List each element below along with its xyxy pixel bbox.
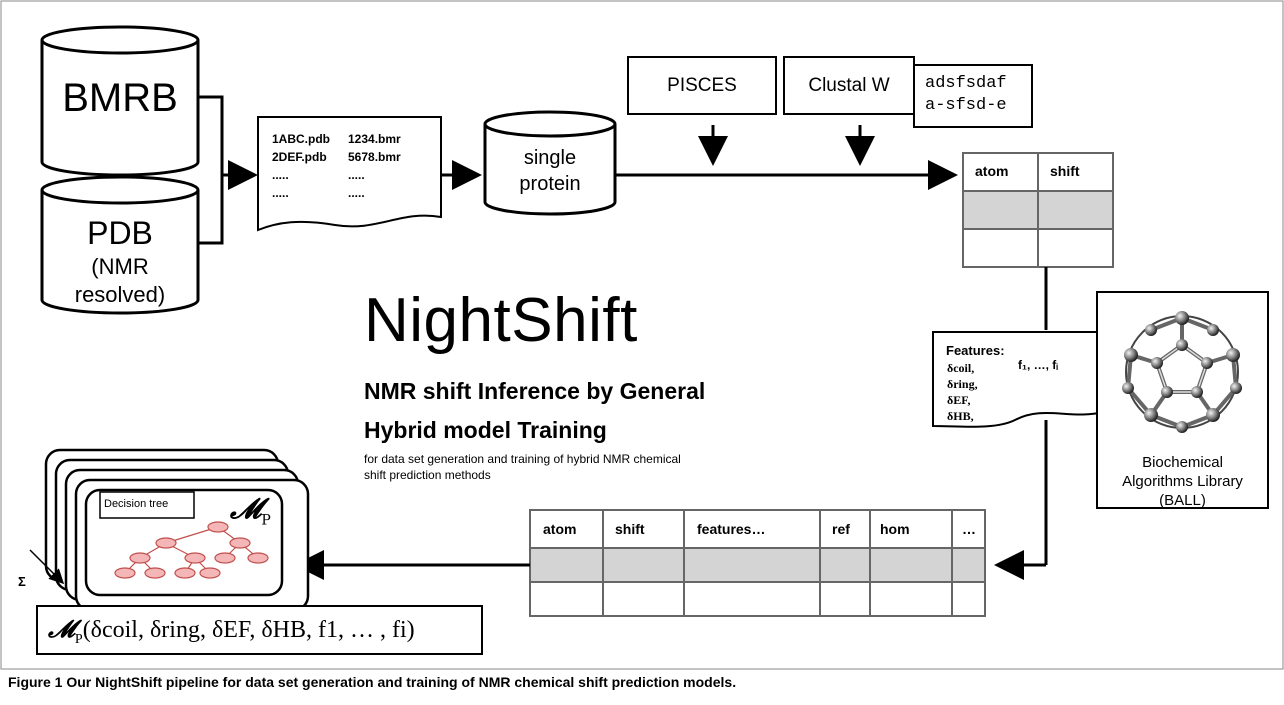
sigma-arrow bbox=[29, 549, 65, 585]
model-formula: 𝓜P(δcoil, δring, δEF, δHB, f1, … , fi) bbox=[48, 614, 415, 647]
feature-ef: δEF, bbox=[947, 393, 971, 407]
clustal-box bbox=[783, 56, 915, 115]
model-symbol: 𝓜P bbox=[230, 492, 271, 529]
clustal-label: Clustal W bbox=[808, 75, 890, 96]
pisces-label: PISCES bbox=[667, 75, 737, 96]
figure-caption: Figure 1 Our NightShift pipeline for dat… bbox=[8, 674, 737, 690]
model-stack bbox=[44, 448, 310, 612]
full-table bbox=[529, 509, 986, 617]
bmrb-database bbox=[40, 25, 200, 177]
pdb-sub1: (NMR bbox=[91, 254, 149, 279]
file-row: .......... bbox=[272, 168, 365, 182]
full-table-header-hom: hom bbox=[880, 521, 910, 537]
nightshift-title: NightShift bbox=[364, 286, 638, 355]
pdb-database bbox=[40, 175, 200, 315]
features-items: δcoil, δring, δEF, δHB, bbox=[947, 360, 978, 424]
full-table-header-more: … bbox=[962, 521, 976, 537]
single-protein-database bbox=[483, 110, 617, 216]
merge-connector bbox=[198, 95, 258, 245]
full-table-header-shift: shift bbox=[615, 521, 645, 537]
bmrb-label: BMRB bbox=[62, 76, 178, 120]
full-table-header-features: features… bbox=[697, 521, 766, 537]
features-title: Features: bbox=[946, 343, 1005, 358]
formula-box bbox=[36, 605, 483, 655]
nightshift-subtitle-1: NMR shift Inference by General bbox=[364, 378, 706, 404]
decision-tree-label: Decision tree bbox=[104, 498, 169, 510]
full-table-header-atom: atom bbox=[543, 521, 577, 537]
shift-table bbox=[962, 152, 1114, 268]
decision-tree-icon bbox=[114, 521, 269, 579]
pdb-sub2: resolved) bbox=[74, 282, 166, 307]
pisces-box bbox=[627, 56, 777, 115]
features-list: f₁, …, fᵢ bbox=[1018, 358, 1058, 372]
alignment-text: adsfsdaf a-sfsd-e bbox=[925, 74, 1007, 115]
fullerene-icon bbox=[1122, 311, 1242, 433]
shift-table-header-atom: atom bbox=[975, 163, 1009, 179]
sigma-label: Σ bbox=[18, 574, 26, 589]
feature-coil: δcoil, bbox=[947, 361, 975, 375]
ball-label: Biochemical Algorithms Library (BALL) bbox=[1122, 454, 1243, 509]
alignment-box bbox=[913, 64, 1033, 128]
file-list-document bbox=[257, 116, 442, 232]
features-document bbox=[932, 331, 1105, 428]
nightshift-desc-1: for data set generation and training of … bbox=[364, 452, 681, 466]
shift-table-header-shift: shift bbox=[1050, 163, 1080, 179]
nightshift-subtitle-2: Hybrid model Training bbox=[364, 417, 607, 443]
feature-hb: δHB, bbox=[947, 409, 974, 423]
single-protein-label: single protein bbox=[519, 147, 581, 195]
full-table-header-ref: ref bbox=[832, 521, 850, 537]
pdb-label: PDB bbox=[87, 215, 153, 251]
file-row: .......... bbox=[272, 186, 365, 200]
nightshift-desc-2: shift prediction methods bbox=[364, 468, 491, 482]
feature-ring: δring, bbox=[947, 377, 978, 391]
